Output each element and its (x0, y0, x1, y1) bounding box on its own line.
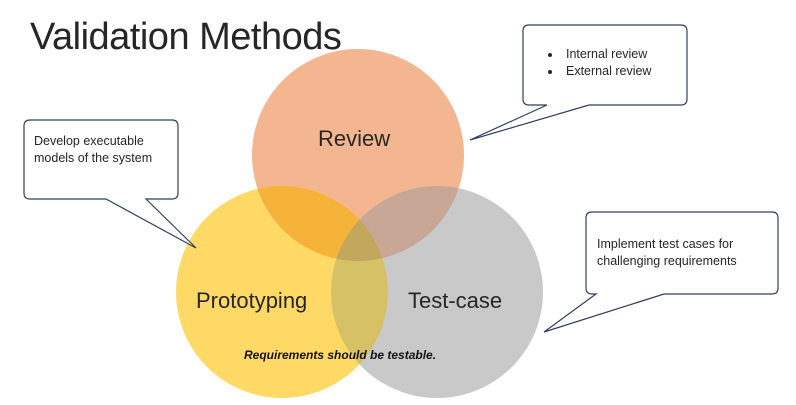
list-item: External review (562, 63, 680, 80)
review-methods-list: Internal review External review (540, 46, 680, 80)
testable-note: Requirements should be testable. (244, 348, 437, 362)
prototyping-callout (23, 119, 197, 249)
testcase-callout-text: Implement test cases for challenging req… (597, 237, 737, 268)
prototyping-label: Prototyping (196, 288, 308, 313)
testcase-label: Test-case (408, 288, 503, 313)
prototyping-callout-text: Develop executable models of the system (34, 134, 153, 165)
page-title: Validation Methods (30, 16, 342, 58)
review-callout (469, 24, 688, 141)
review-label: Review (318, 126, 391, 151)
list-item: Internal review (562, 46, 680, 63)
testcase-callout (543, 211, 779, 333)
review-prototyping-overlap (252, 186, 388, 261)
review-testcase-overlap (331, 186, 464, 261)
review-callout-text: Internal review External review (540, 46, 680, 80)
